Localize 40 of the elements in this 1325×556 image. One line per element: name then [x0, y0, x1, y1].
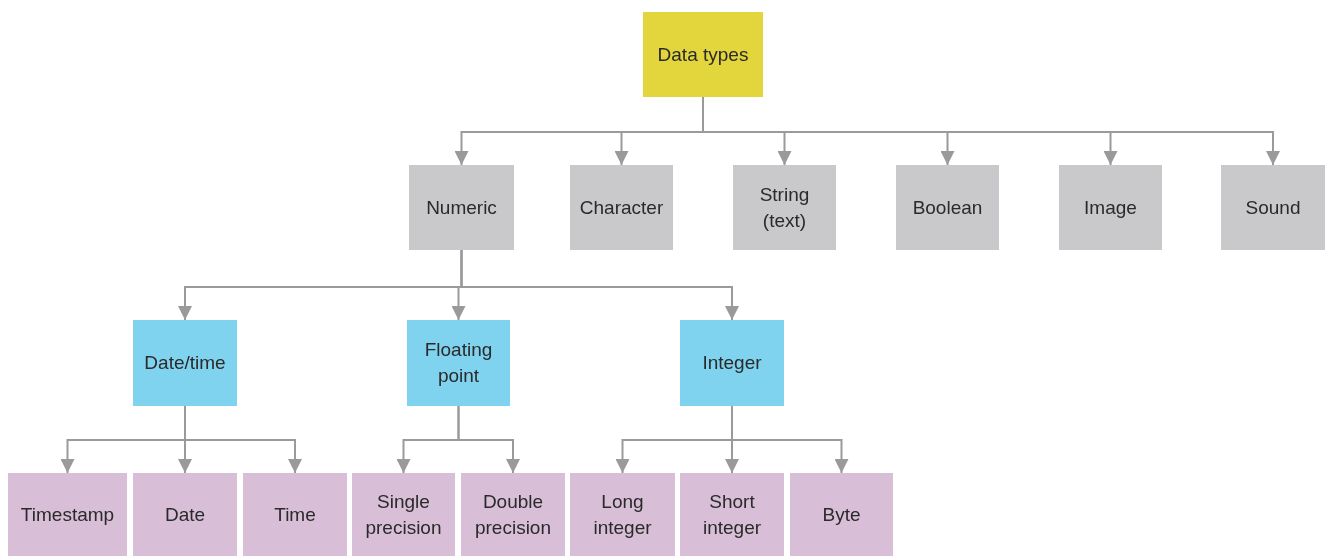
category-box — [896, 165, 999, 250]
arrow — [731, 405, 849, 474]
box-label: Floating point — [423, 338, 494, 388]
box-label: Time — [274, 502, 316, 527]
category-box — [733, 165, 836, 250]
category-box — [570, 165, 673, 250]
box-label: Date — [164, 502, 206, 527]
box-label: Double precision — [473, 489, 552, 540]
category-box — [409, 165, 514, 250]
arrow — [184, 405, 302, 474]
category-box — [680, 320, 784, 406]
box-label: Integer — [702, 351, 762, 375]
box-label: Single precision — [364, 489, 443, 540]
box-label: Short integer — [701, 489, 763, 540]
category-box — [133, 473, 237, 556]
box-label: Numeric — [426, 195, 497, 220]
box-label: Byte — [822, 502, 861, 527]
box-label: Boolean — [912, 195, 983, 220]
box-label: Sound — [1245, 195, 1301, 220]
box-label: Date/time — [144, 351, 226, 375]
category-box — [461, 473, 565, 556]
box-label: Data types — [657, 42, 749, 67]
arrow — [457, 405, 520, 474]
box-label: Long integer — [592, 489, 653, 540]
arrow — [460, 249, 739, 321]
category-box — [643, 12, 763, 97]
category-box — [1221, 165, 1325, 250]
category-box — [352, 473, 455, 556]
category-box — [1059, 165, 1162, 250]
category-box — [8, 473, 127, 556]
category-box — [680, 473, 784, 556]
box-label: Timestamp — [20, 502, 115, 527]
box-label: String (text) — [758, 182, 811, 233]
category-box — [790, 473, 893, 556]
category-box — [133, 320, 237, 406]
category-box — [407, 320, 510, 406]
box-label: Image — [1084, 195, 1137, 220]
category-box — [243, 473, 347, 556]
category-box — [570, 473, 675, 556]
box-label: Character — [579, 195, 664, 220]
